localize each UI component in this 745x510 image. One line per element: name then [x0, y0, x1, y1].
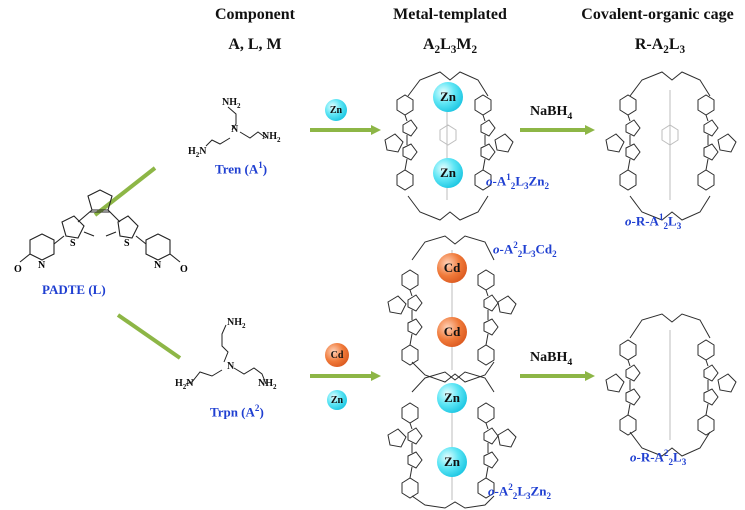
svg-text:S: S — [70, 238, 76, 249]
connector-line-top — [93, 166, 157, 217]
label-o-a2-l3-zn2: o-A22L3Zn2 — [488, 482, 551, 501]
zn-reagent-ball-top: Zn — [325, 99, 347, 121]
zn-cage-ball-a2-top: Zn — [437, 383, 467, 413]
header-covalent-cage: Covalent-organic cage — [581, 6, 734, 23]
trpn-nh2-top: NH2 — [227, 317, 246, 330]
label-o-r-a2-l3: o-R-A22L3 — [630, 448, 687, 467]
tren-n-center: N — [231, 124, 239, 135]
tren-structure — [205, 106, 267, 147]
zn-reagent-ball-bottom: Zn — [327, 390, 347, 410]
trpn-structure — [185, 324, 267, 385]
cd-cage-ball-top: Cd — [437, 253, 467, 283]
label-tren: Tren (A1) — [215, 160, 268, 177]
label-o-a2-l3-cd2: o-A22L3Cd2 — [493, 240, 557, 259]
svg-text:O: O — [14, 264, 22, 275]
reagent-nabh4-top: NaBH4 — [530, 104, 573, 122]
header-component: Component — [214, 6, 295, 23]
tren-nh2-top: NH2 — [222, 97, 241, 110]
zn-cage-ball-a2-bottom: Zn — [437, 447, 467, 477]
svg-text:N: N — [154, 260, 162, 271]
zn-cage-ball-a1-bottom: Zn — [433, 158, 463, 188]
label-o-a1-l3-zn2: o-A12L3Zn2 — [486, 172, 549, 191]
connector-line-bottom — [116, 313, 182, 360]
padte-structure — [19, 189, 181, 263]
trpn-h2n-left: H2N — [175, 378, 194, 391]
tren-h2n-left: H2N — [188, 146, 207, 159]
cage-a2-r — [605, 313, 737, 457]
zn-cage-ball-a1-top: Zn — [433, 82, 463, 112]
label-o-r-a1-l3: o-R-A12L3 — [625, 212, 682, 231]
label-trpn: Trpn (A2) — [210, 403, 264, 420]
tren-nh2-right: NH2 — [262, 131, 281, 144]
cage-a1-r — [605, 71, 737, 221]
svg-text:O: O — [180, 264, 188, 275]
reagent-nabh4-bottom: NaBH4 — [530, 350, 573, 368]
svg-text:N: N — [38, 260, 46, 271]
trpn-nh2-right: NH2 — [258, 378, 277, 391]
header-metal-templated: Metal-templated — [393, 6, 507, 23]
cd-reagent-ball: Cd — [325, 343, 349, 367]
trpn-n-center: N — [227, 361, 235, 372]
header-component-sub: A, L, M — [228, 36, 282, 53]
svg-text:S: S — [124, 238, 130, 249]
label-padte: PADTE (L) — [42, 282, 106, 297]
header-metal-templated-sub: A2L3M2 — [422, 36, 478, 57]
header-covalent-cage-sub: R-A2L3 — [634, 36, 686, 57]
cd-cage-ball-bottom: Cd — [437, 317, 467, 347]
